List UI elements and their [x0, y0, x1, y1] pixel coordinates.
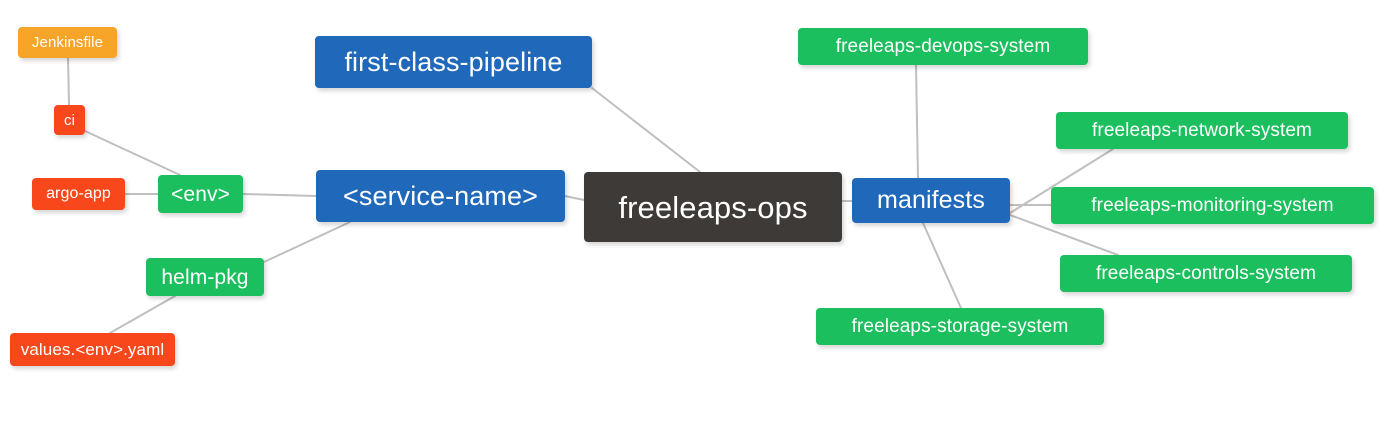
edge-ci-to-env	[84, 130, 181, 176]
node-label-freeleaps-devops-system: freeleaps-devops-system	[835, 36, 1051, 57]
node-manifests[interactable]: manifests	[852, 178, 1010, 223]
node-helm-pkg[interactable]: helm-pkg	[146, 258, 264, 296]
node-label-values-yaml: values.<env>.yaml	[20, 340, 165, 359]
node-label-freeleaps-storage-system: freeleaps-storage-system	[851, 316, 1069, 337]
node-freeleaps-monitoring-system[interactable]: freeleaps-monitoring-system	[1051, 187, 1374, 224]
node-label-service-name: <service-name>	[343, 180, 538, 211]
edge-first-class-pipeline-to-freeleaps-ops	[591, 87, 701, 173]
node-label-argo-app: argo-app	[46, 185, 111, 202]
node-label-freeleaps-monitoring-system: freeleaps-monitoring-system	[1091, 195, 1334, 216]
node-label-freeleaps-ops: freeleaps-ops	[618, 189, 808, 225]
node-label-first-class-pipeline: first-class-pipeline	[344, 46, 563, 77]
edge-env-to-service-name	[242, 193, 317, 197]
node-ci[interactable]: ci	[54, 105, 85, 135]
node-label-ci: ci	[63, 111, 76, 129]
node-freeleaps-network-system[interactable]: freeleaps-network-system	[1056, 112, 1348, 149]
edge-service-name-to-freeleaps-ops	[564, 195, 585, 201]
node-label-jenkinsfile: Jenkinsfile	[31, 34, 104, 51]
node-freeleaps-controls-system[interactable]: freeleaps-controls-system	[1060, 255, 1352, 292]
node-env[interactable]: <env>	[158, 175, 243, 213]
node-label-freeleaps-controls-system: freeleaps-controls-system	[1095, 263, 1317, 284]
edge-manifests-to-freeleaps-devops-system	[915, 64, 919, 179]
node-label-freeleaps-network-system: freeleaps-network-system	[1092, 120, 1312, 141]
node-jenkinsfile[interactable]: Jenkinsfile	[18, 27, 117, 58]
edge-jenkinsfile-to-ci	[67, 57, 70, 106]
node-values-yaml[interactable]: values.<env>.yaml	[10, 333, 175, 366]
node-first-class-pipeline[interactable]: first-class-pipeline	[315, 36, 592, 88]
edge-values-yaml-to-helm-pkg	[109, 295, 176, 334]
node-label-env: <env>	[171, 182, 230, 206]
node-freeleaps-devops-system[interactable]: freeleaps-devops-system	[798, 28, 1088, 65]
edge-helm-pkg-to-service-name	[263, 221, 351, 263]
node-freeleaps-ops[interactable]: freeleaps-ops	[584, 172, 842, 242]
node-argo-app[interactable]: argo-app	[32, 178, 125, 210]
node-freeleaps-storage-system[interactable]: freeleaps-storage-system	[816, 308, 1104, 345]
node-label-helm-pkg: helm-pkg	[161, 265, 249, 289]
node-service-name[interactable]: <service-name>	[316, 170, 565, 222]
node-label-manifests: manifests	[877, 186, 985, 214]
edge-manifests-to-freeleaps-storage-system	[922, 222, 962, 309]
